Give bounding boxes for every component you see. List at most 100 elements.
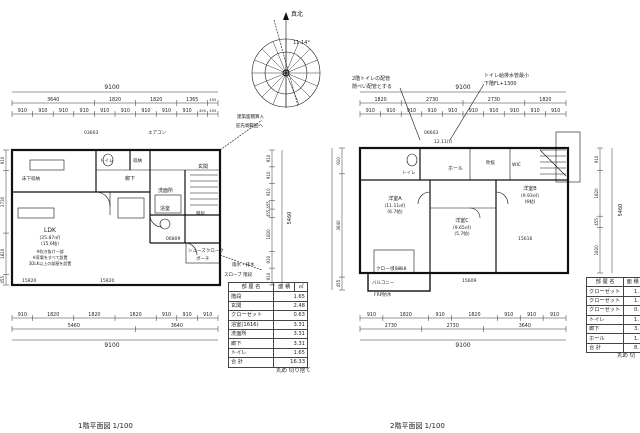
sf-top-grid-dim: 910 <box>510 108 519 114</box>
sf-right-dim: 910 <box>594 155 599 163</box>
area-table-value: 0.63 <box>273 310 308 321</box>
ff-bottom-grid-dim: 1820 <box>88 312 100 318</box>
sf-room1: 洋室A <box>388 195 402 202</box>
ff-ac: エアコン <box>148 130 166 136</box>
ff-porch: ポーチ <box>196 255 210 262</box>
area-table-value: 2.48 <box>273 300 308 312</box>
area-table-room: クローゼット <box>227 310 275 321</box>
sf-room1-area: (11.11㎡) <box>385 202 406 209</box>
ff-left-dim: 1820 <box>0 248 5 259</box>
sf-table-header-area: 面 積 <box>623 276 640 288</box>
ff-shoe-cl: シューズクローク <box>188 247 224 254</box>
area-table-room: トイレ <box>227 347 275 359</box>
ff-table-header-room: 部 屋 名 <box>227 281 275 293</box>
ff-ldk-area: (25.87㎡) <box>40 234 61 241</box>
ff-sash2: 06809 <box>166 236 180 242</box>
area-table-room: クローゼット <box>585 295 625 307</box>
sf-left-dim: 455 <box>336 279 341 287</box>
ff-sash3: 15820 <box>22 278 36 284</box>
ff-storage-label: 収納 <box>133 157 142 164</box>
ff-bath-label: 浴室 <box>160 205 170 212</box>
ff-right-dim: 910 <box>266 154 271 162</box>
sf-wic: WIC <box>512 162 521 168</box>
sf-top-dim: 2730 <box>426 97 438 103</box>
ff-right-total: 5460 <box>287 212 293 225</box>
ff-left-dim: 910 <box>0 156 5 164</box>
area-table-value: 0. <box>623 305 640 316</box>
sf-bottom-dim: 2730 <box>385 323 397 329</box>
area-table-value: 1. <box>623 333 640 344</box>
sf-hall: ホール <box>448 166 463 172</box>
ff-ldk-note1: ※吹き抜け一部 <box>36 248 63 254</box>
ff-sash1: 03603 <box>84 130 98 136</box>
sf-closet: クローゼット <box>376 265 403 272</box>
ff-stair: 階段 <box>196 210 205 217</box>
ff-top-grid-dim: 910 <box>59 108 68 114</box>
sf-toilet: トイレ <box>402 171 416 176</box>
ff-top-grid-dim: 455 <box>199 109 206 113</box>
sf-table-header-room: 部 屋 名 <box>585 276 625 288</box>
area-table-value: 16.33 <box>273 357 308 368</box>
compass-rose: 真北 11.14° <box>251 10 321 108</box>
sf-room3: 洋室C <box>455 217 469 224</box>
sf-top-grid-dim: 910 <box>531 108 540 114</box>
area-table-value: 1. <box>623 295 640 307</box>
ff-bottom-dim: 5460 <box>68 323 80 329</box>
sf-top-grid-dim: 910 <box>489 108 498 114</box>
sf-top-grid-dim: 910 <box>366 108 375 114</box>
area-table-room: 浴室(1616) <box>227 319 275 330</box>
area-table-room: クローゼット <box>585 305 625 316</box>
ff-hallway-label: 廊下 <box>125 175 135 182</box>
area-table-room: クローゼット <box>585 286 625 297</box>
area-table-room: ホール <box>585 333 625 344</box>
sf-top-dim: 1820 <box>374 97 386 103</box>
ff-toilet-label: トイレ <box>100 159 114 164</box>
area-table-room: 階段 <box>227 291 275 302</box>
ff-top-grid-dim: 910 <box>141 108 150 114</box>
ff-right-dim: 910 <box>266 188 271 196</box>
sf-room2-area: (9.93㎡) <box>521 192 539 199</box>
sf-left-dim: 3640 <box>336 220 341 231</box>
sf-table-footer: 丸め 切 <box>617 353 636 359</box>
sf-room2: 洋室B <box>523 185 537 192</box>
ff-bottom-grid-dim: 910 <box>18 312 27 318</box>
sf-top-grid-dim: 910 <box>448 108 457 114</box>
sf-bottom-grid-dim: 910 <box>550 312 559 318</box>
ff-top-dim: 1365 <box>186 97 198 103</box>
sf-bottom-total: 9100 <box>455 342 470 349</box>
ff-bottom-total: 9100 <box>104 342 119 349</box>
ff-top-grid-dim: 910 <box>100 108 109 114</box>
sf-top-grid-dim: 910 <box>407 108 416 114</box>
ff-eave-note2: 庇先端範囲へ <box>236 122 263 129</box>
sf-note4: 下階FL+1300 <box>484 80 517 87</box>
sf-bottom-grid-dim: 1820 <box>400 312 412 318</box>
sf-sash3: 06603 <box>424 130 438 136</box>
ff-bottom-grid-dim: 1820 <box>129 312 141 318</box>
ff-downpipe: 雨水・排水 <box>232 261 255 268</box>
sf-top-grid-dim: 910 <box>551 108 560 114</box>
ff-top-dim: 1820 <box>150 97 162 103</box>
sf-bottom-grid-dim: 910 <box>527 312 536 318</box>
sf-right-dim: 1820 <box>594 245 599 256</box>
sf-sash6: 15609 <box>462 278 476 284</box>
sf-sash1: 15818 <box>392 266 406 272</box>
area-table-room: トイレ <box>585 314 625 325</box>
sf-title: 2階平面図 1/100 <box>390 421 445 430</box>
sf-top-total: 9100 <box>455 84 470 91</box>
sf-bal-label: FRP防水 <box>374 291 392 298</box>
ff-bottom-grid-dim: 1820 <box>47 312 59 318</box>
area-table-room: 洗面所 <box>227 328 275 340</box>
ff-right-dim: 910 <box>266 171 271 179</box>
area-table-row: 浴室(1616)3.31 <box>227 319 308 330</box>
sf-bottom-grid-dim: 910 <box>436 312 445 318</box>
sf-room3-area: (9.65㎡) <box>453 224 471 231</box>
sf-top-grid-dim: 910 <box>386 108 395 114</box>
